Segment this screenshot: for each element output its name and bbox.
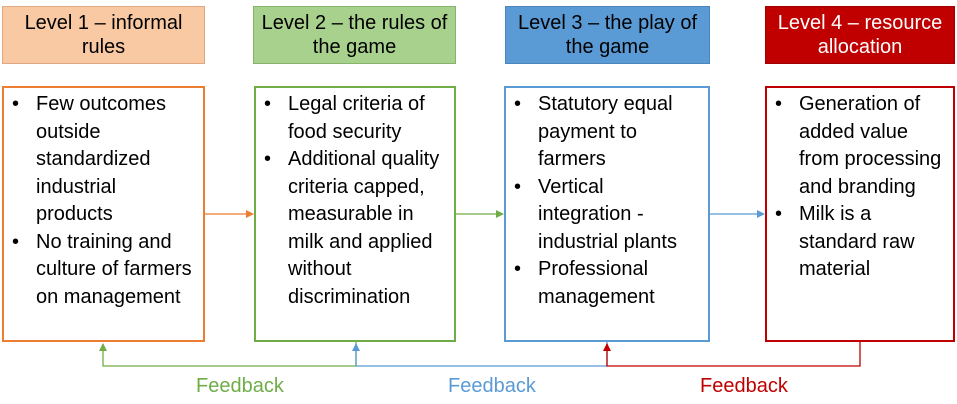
level-1-panel: Few outcomes outside standardized indust… xyxy=(2,86,205,342)
list-item: Vertical integration - industrial plants xyxy=(514,174,702,257)
list-item: Few outcomes outside standardized indust… xyxy=(12,91,197,229)
level-2-panel: Legal criteria of food security Addition… xyxy=(254,86,456,342)
level-1-list: Few outcomes outside standardized indust… xyxy=(12,91,197,311)
list-item: Additional quality criteria capped, meas… xyxy=(264,146,448,311)
level-1-header: Level 1 – informal rules xyxy=(2,6,205,64)
feedback-label-blue: Feedback xyxy=(448,375,536,397)
feedback-label-green: Feedback xyxy=(196,375,284,397)
list-item: Legal criteria of food security xyxy=(264,91,448,146)
list-item: No training and culture of farmers on ma… xyxy=(12,229,197,312)
feedback-loop-level3-to-level2 xyxy=(352,342,608,367)
level-3-header: Level 3 – the play of the game xyxy=(505,6,710,64)
level-3-list: Statutory equal payment to farmers Verti… xyxy=(514,91,702,311)
list-item: Generation of added value from processin… xyxy=(775,91,947,201)
level-2-header: Level 2 – the rules of the game xyxy=(253,6,456,64)
list-item: Statutory equal payment to farmers xyxy=(514,91,702,174)
level-3-panel: Statutory equal payment to farmers Verti… xyxy=(504,86,710,342)
level-4-panel: Generation of added value from processin… xyxy=(765,86,955,342)
level-1-title: Level 1 – informal rules xyxy=(24,12,183,58)
level-2-list: Legal criteria of food security Addition… xyxy=(264,91,448,311)
level-3-title: Level 3 – the play of the game xyxy=(517,12,697,58)
level-4-title: Level 4 – resource allocation xyxy=(777,12,943,58)
feedback-loop-level4-to-level3 xyxy=(603,342,861,367)
level-4-header: Level 4 – resource allocation xyxy=(765,6,955,64)
list-item: Professional management xyxy=(514,256,702,311)
list-item: Milk is a standard raw material xyxy=(775,201,947,284)
level-2-title: Level 2 – the rules of the game xyxy=(261,12,448,58)
level-4-list: Generation of added value from processin… xyxy=(775,91,947,284)
feedback-loop-level2-to-level1 xyxy=(99,342,357,367)
feedback-label-red: Feedback xyxy=(700,375,788,397)
